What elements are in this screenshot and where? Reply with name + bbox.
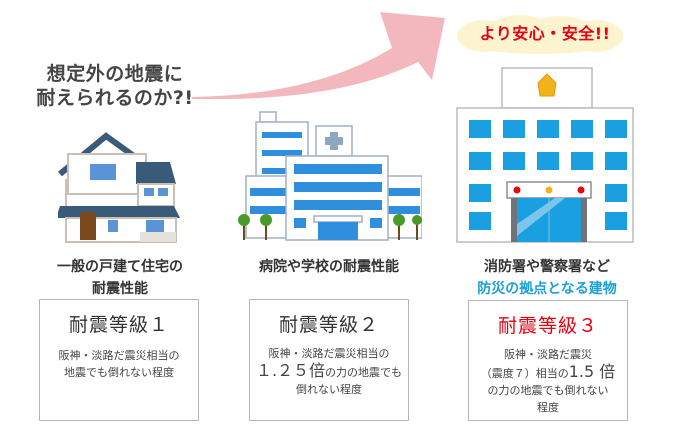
desc-line: 程度 <box>537 401 559 414</box>
desc-line: 倒れない程度 <box>296 383 362 396</box>
question-text: 想定外の地震に 耐えられるのか?! <box>20 62 210 110</box>
grade-description: 阪神・淡路だ震災相当の 地震でも倒れない程度 <box>40 347 198 381</box>
desc-line: 阪神・淡路だ震災相当の <box>268 347 390 360</box>
category-line: 一般の戸建て住宅の <box>57 259 183 275</box>
category-label-2: 病院や学校の耐震性能 <box>229 256 429 278</box>
desc-line: の力の地震でも倒れない <box>487 384 609 397</box>
question-line-2: 耐えられるのか?! <box>36 87 194 109</box>
grade-description: 阪神・淡路だ震災相当の １.２５倍の力の地震でも 倒れない程度 <box>250 345 408 398</box>
question-line-1: 想定外の地震に <box>46 63 184 85</box>
grade-card-3: 耐震等級３ 阪神・淡路だ震災 （震度７）相当の1.5 倍 の力の地震でも倒れない… <box>468 300 628 421</box>
grade-title: 耐震等級２ <box>278 314 379 336</box>
slogan: より安心・安全!! <box>479 24 611 43</box>
category-label-1: 一般の戸建て住宅の 耐震性能 <box>20 256 220 300</box>
category-line: 耐震性能 <box>92 281 148 297</box>
grade-title: 耐震等級３ <box>497 315 598 337</box>
category-line: 病院や学校の耐震性能 <box>259 259 399 275</box>
cloud-icon <box>457 15 623 54</box>
tree-icon <box>238 214 422 240</box>
category-line-highlight: 防災の拠点となる建物 <box>477 281 617 297</box>
category-line: 消防署や警察署など <box>484 259 610 275</box>
grade-description: 阪神・淡路だ震災 （震度７）相当の1.5 倍 の力の地震でも倒れない 程度 <box>469 346 627 416</box>
desc-line: 阪神・淡路だ震災 <box>504 348 592 361</box>
desc-line: の力の地震でも <box>325 366 403 379</box>
grade-title: 耐震等級１ <box>68 314 169 336</box>
police-station-icon <box>456 67 634 243</box>
grade-card-2: 耐震等級２ 阪神・淡路だ震災相当の １.２５倍の力の地震でも 倒れない程度 <box>249 299 409 421</box>
desc-line: 阪神・淡路だ震災相当の <box>58 349 180 362</box>
desc-multiplier: 1.5 倍 <box>568 362 616 381</box>
desc-multiplier: １.２５倍 <box>255 361 326 380</box>
desc-line: 地震でも倒れない程度 <box>64 366 174 379</box>
house-icon <box>58 132 180 243</box>
hospital-icon <box>238 111 422 241</box>
desc-line: （震度７）相当の <box>480 367 569 380</box>
grade-card-1: 耐震等級１ 阪神・淡路だ震災相当の 地震でも倒れない程度 <box>39 299 199 421</box>
category-label-3: 消防署や警察署など 防災の拠点となる建物 <box>447 256 647 300</box>
